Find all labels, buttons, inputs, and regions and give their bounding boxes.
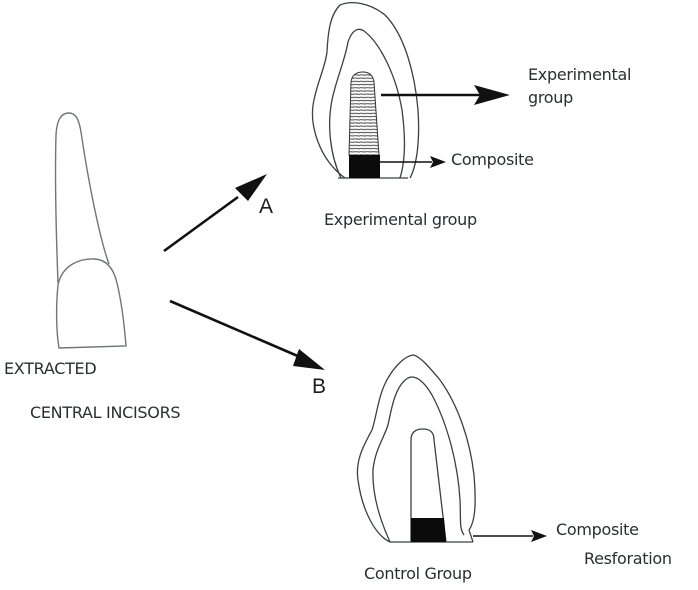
branch-a-letter: A bbox=[259, 195, 274, 218]
control-tooth-inner-outline bbox=[372, 376, 465, 543]
callout-experimental-line1: Experimental bbox=[528, 65, 632, 84]
source-label-line2: CENTRAL INCISORS bbox=[30, 403, 181, 422]
arrow-a bbox=[163, 174, 267, 253]
control-tooth-outer-outline bbox=[356, 354, 476, 543]
callout-composite-restoration-line2: Resforation bbox=[584, 549, 672, 568]
callout-arrow-composite-top bbox=[380, 156, 446, 168]
callout-composite-restoration-line1: Composite bbox=[556, 520, 639, 539]
control-tooth-illustration bbox=[356, 354, 476, 543]
experimental-composite-block bbox=[349, 155, 380, 178]
experimental-tooth-outer-outline bbox=[311, 2, 420, 179]
control-group-caption: Control Group bbox=[364, 564, 472, 583]
source-label-line1: EXTRACTED bbox=[4, 359, 97, 378]
incisor-root-outline bbox=[54, 112, 110, 284]
arrow-b bbox=[169, 299, 325, 370]
callout-composite-top: Composite bbox=[451, 150, 534, 169]
callout-arrow-composite-bottom bbox=[473, 530, 547, 542]
callout-arrow-experimental bbox=[381, 85, 510, 105]
control-composite-block bbox=[411, 518, 446, 542]
branch-b-letter: B bbox=[312, 375, 327, 398]
control-canal-outline bbox=[410, 428, 447, 543]
experimental-post-hatched bbox=[348, 71, 380, 156]
callout-experimental-line2: group bbox=[528, 88, 573, 107]
experimental-tooth-illustration bbox=[311, 2, 420, 179]
extracted-incisor-illustration bbox=[54, 112, 127, 349]
experimental-tooth-inner-outline bbox=[329, 28, 406, 179]
incisor-crown-outline bbox=[55, 258, 127, 349]
experimental-group-caption: Experimental group bbox=[324, 210, 477, 229]
